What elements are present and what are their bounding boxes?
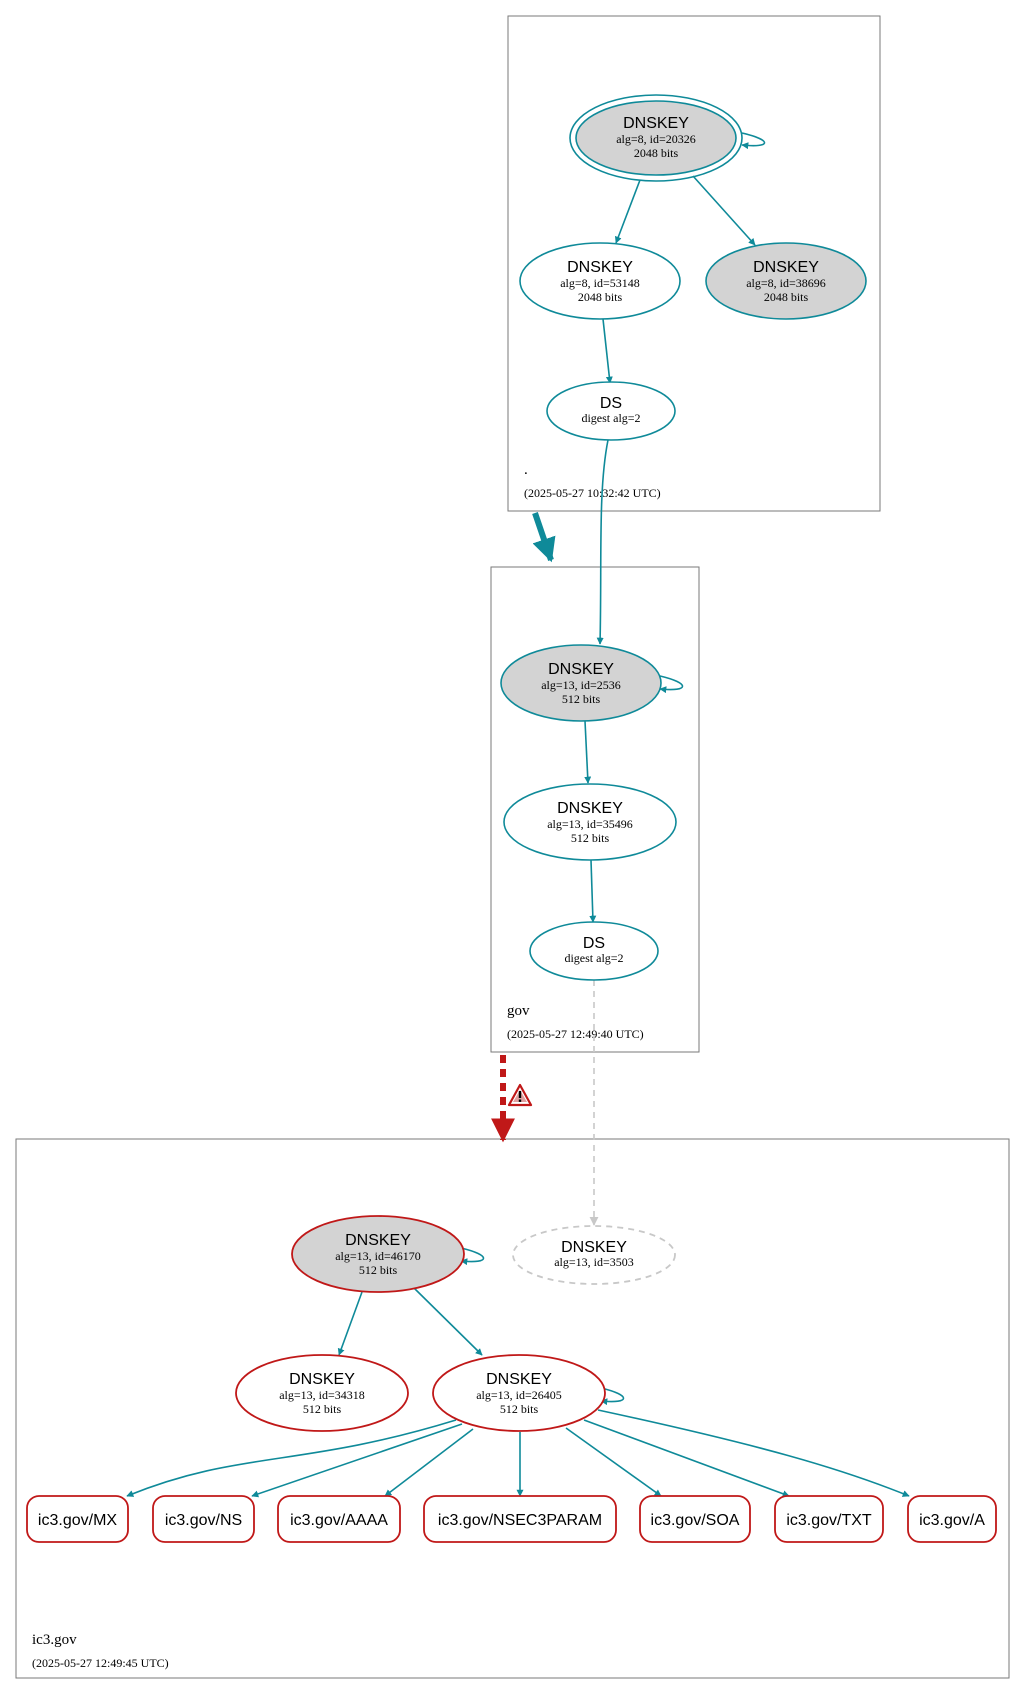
rrset-label: ic3.gov/TXT: [786, 1512, 872, 1529]
ic3-ksk-node[interactable]: DNSKEY alg=13, id=46170 512 bits: [291, 1215, 465, 1293]
rrset-nsec3param[interactable]: ic3.gov/NSEC3PARAM: [423, 1495, 617, 1543]
node-line1: digest alg=2: [564, 951, 623, 965]
rrset-label: ic3.gov/NSEC3PARAM: [438, 1512, 602, 1529]
node-line2: 2048 bits: [764, 290, 809, 304]
edge-ic3-ksk-key3: [337, 1291, 363, 1356]
gov-ds-node[interactable]: DS digest alg=2: [529, 921, 659, 981]
node-line1: digest alg=2: [581, 411, 640, 425]
edge-root-ds-gov-ksk: [596, 439, 609, 645]
zone-gov-timestamp: (2025-05-27 12:49:40 UTC): [507, 1027, 644, 1041]
node-line1: alg=13, id=46170: [335, 1249, 421, 1263]
edge-zsk-mx: [126, 1419, 457, 1497]
node-line2: 512 bits: [562, 692, 601, 706]
rrset-aaaa[interactable]: ic3.gov/AAAA: [277, 1495, 401, 1543]
node-line1: alg=8, id=53148: [560, 276, 640, 290]
node-title: DNSKEY: [623, 115, 689, 132]
rrset-label: ic3.gov/SOA: [651, 1512, 740, 1529]
rrset-label: ic3.gov/AAAA: [290, 1512, 388, 1529]
node-line2: 2048 bits: [578, 290, 623, 304]
root-ksk-node[interactable]: DNSKEY alg=8, id=20326 2048 bits: [569, 94, 743, 182]
rrset-soa[interactable]: ic3.gov/SOA: [639, 1495, 751, 1543]
node-line1: alg=13, id=3503: [554, 1255, 634, 1269]
rrset-label: ic3.gov/NS: [165, 1512, 242, 1529]
edge-ic3-ksk-zsk: [413, 1287, 483, 1356]
edge-zsk-ns: [251, 1423, 463, 1498]
edge-ic3-ksk-self: [460, 1247, 485, 1266]
edge-gov-ksk-self: [659, 675, 684, 694]
root-ds-node[interactable]: DS digest alg=2: [546, 381, 676, 441]
edge-ic3-zsk-self: [600, 1387, 625, 1406]
rrset-txt[interactable]: ic3.gov/TXT: [774, 1495, 884, 1543]
root-zsk-node[interactable]: DNSKEY alg=8, id=53148 2048 bits: [519, 242, 681, 320]
edge-root-zsk-ds: [602, 318, 613, 384]
rrset-a[interactable]: ic3.gov/A: [907, 1495, 997, 1543]
ic3-missing-key-node[interactable]: DNSKEY alg=13, id=3503: [512, 1225, 676, 1285]
zone-root: . (2025-05-27 10:32:42 UTC): [507, 15, 881, 512]
zone-root-timestamp: (2025-05-27 10:32:42 UTC): [524, 486, 661, 500]
node-line1: alg=8, id=20326: [616, 132, 696, 146]
node-title: DNSKEY: [753, 259, 819, 276]
delegation-root-gov: [532, 512, 556, 563]
node-title: DNSKEY: [345, 1232, 411, 1249]
node-line1: alg=13, id=35496: [547, 817, 633, 831]
edge-zsk-a: [597, 1409, 910, 1497]
edge-root-ksk-key3: [692, 175, 756, 246]
root-key3-node[interactable]: DNSKEY alg=8, id=38696 2048 bits: [705, 242, 867, 320]
node-line2: 512 bits: [303, 1402, 342, 1416]
ic3-zsk-node[interactable]: DNSKEY alg=13, id=26405 512 bits: [432, 1354, 606, 1432]
node-line1: alg=8, id=38696: [746, 276, 826, 290]
node-title: DNSKEY: [561, 1239, 627, 1256]
edge-root-ksk-self: [741, 132, 766, 150]
node-title: DNSKEY: [557, 800, 623, 817]
rrset-label: ic3.gov/MX: [38, 1512, 117, 1529]
node-line1: alg=13, id=34318: [279, 1388, 365, 1402]
edge-zsk-soa: [565, 1427, 662, 1497]
node-line2: 512 bits: [571, 831, 610, 845]
rrset-label: ic3.gov/A: [919, 1512, 985, 1529]
edge-root-ksk-zsk: [614, 179, 641, 244]
warning-triangle-icon[interactable]: [507, 1083, 533, 1107]
zone-ic3-name: ic3.gov: [32, 1632, 77, 1648]
node-line2: 512 bits: [359, 1263, 398, 1277]
ic3-key3-node[interactable]: DNSKEY alg=13, id=34318 512 bits: [235, 1354, 409, 1432]
node-title: DNSKEY: [548, 661, 614, 678]
rrset-ns[interactable]: ic3.gov/NS: [152, 1495, 255, 1543]
node-line2: 2048 bits: [634, 146, 679, 160]
node-title: DS: [583, 935, 605, 952]
zone-gov-name: gov: [507, 1003, 530, 1019]
zone-root-box: [507, 15, 881, 512]
zone-gov: gov (2025-05-27 12:49:40 UTC): [490, 566, 700, 1053]
node-line1: alg=13, id=2536: [541, 678, 621, 692]
edges: [126, 132, 910, 1498]
node-line1: alg=13, id=26405: [476, 1388, 562, 1402]
rrset-mx[interactable]: ic3.gov/MX: [26, 1495, 129, 1543]
gov-ksk-node[interactable]: DNSKEY alg=13, id=2536 512 bits: [500, 644, 662, 722]
zone-root-name: .: [524, 462, 528, 478]
edge-zsk-aaaa: [384, 1428, 474, 1497]
edge-gov-zsk-ds: [589, 859, 597, 923]
gov-zsk-node[interactable]: DNSKEY alg=13, id=35496 512 bits: [503, 783, 677, 861]
node-line2: 512 bits: [500, 1402, 539, 1416]
node-title: DNSKEY: [289, 1371, 355, 1388]
node-title: DS: [600, 395, 622, 412]
zone-ic3-timestamp: (2025-05-27 12:49:45 UTC): [32, 1656, 169, 1670]
edge-zsk-txt: [583, 1419, 790, 1498]
node-title: DNSKEY: [567, 259, 633, 276]
zone-gov-box: [490, 566, 700, 1053]
edge-gov-ksk-zsk: [584, 720, 592, 784]
node-title: DNSKEY: [486, 1371, 552, 1388]
